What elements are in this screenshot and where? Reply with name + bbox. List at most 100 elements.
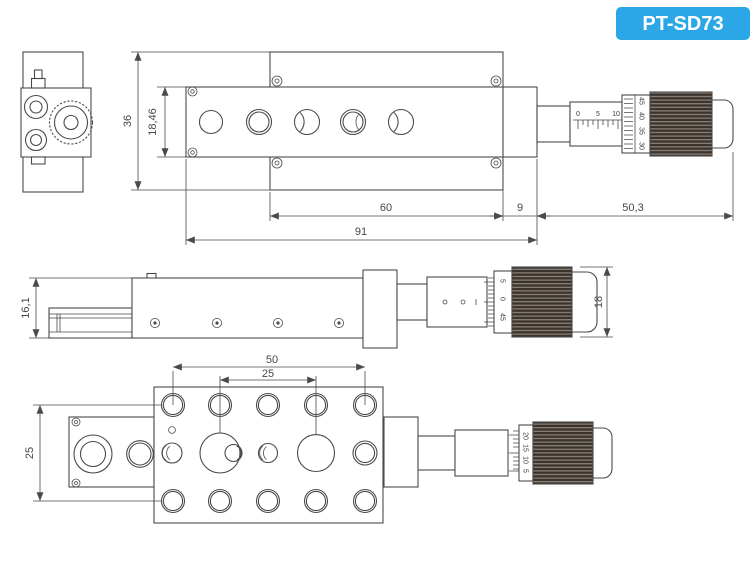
top-view: 0 5 10 45 40 35 30 36 18,46 xyxy=(122,51,734,245)
micrometer-mount-block xyxy=(383,416,419,488)
micrometer-end-cap xyxy=(711,99,734,149)
screw-icon xyxy=(272,317,283,328)
micrometer-mount-block xyxy=(502,86,538,158)
dim-label: 18,46 xyxy=(147,108,159,136)
top-view-platform xyxy=(185,86,504,158)
micrometer-shaft xyxy=(536,105,571,143)
protrusion-holes xyxy=(73,434,154,474)
micrometer-end-cap xyxy=(592,427,613,479)
dim-total-height: 36 xyxy=(122,51,270,191)
micrometer-knurl-grip xyxy=(649,91,713,157)
thimble-tick-label: 15 xyxy=(522,444,529,452)
thimble-tick-label: 40 xyxy=(638,112,645,120)
rail-detail-lines xyxy=(49,313,132,333)
dim-label: 9 xyxy=(517,202,523,214)
micrometer-knurl-grip xyxy=(532,421,594,485)
product-model-label: PT-SD73 xyxy=(642,13,723,35)
bottom-view-micrometer: 20 15 10 5 xyxy=(417,421,613,485)
screw-icon xyxy=(187,86,198,97)
adjustment-knob xyxy=(48,100,94,145)
thimble-tick-label: 35 xyxy=(638,127,645,135)
end-view-top-pin xyxy=(33,69,43,80)
micrometer-knurl-grip xyxy=(511,266,573,338)
set-screw-dot xyxy=(460,299,466,305)
thimble-tick-label: 30 xyxy=(638,142,645,150)
end-view-center-block xyxy=(20,87,92,158)
end-view-bottom-tab xyxy=(30,156,46,165)
micrometer-shaft xyxy=(417,435,456,471)
dim-label: 25 xyxy=(24,447,36,459)
thimble-tick-label: 20 xyxy=(522,432,529,440)
dim-label: 36 xyxy=(122,115,134,127)
micrometer-mount-block xyxy=(362,269,398,349)
screw-icon xyxy=(187,147,198,158)
dim-hole-span: 50 xyxy=(172,354,366,405)
thimble-graduations xyxy=(624,95,636,153)
dim-micrometer-length: 50,3 xyxy=(537,152,734,221)
bottom-view: 20 15 10 5 50 25 25 xyxy=(24,354,613,524)
dim-block-length: 9 xyxy=(489,202,551,220)
dim-label: 50 xyxy=(266,354,278,366)
end-view xyxy=(20,51,94,193)
screw-icon xyxy=(490,75,502,87)
platform-holes xyxy=(198,108,415,136)
thimble-tick-label: 0 xyxy=(499,297,506,301)
micrometer-shaft xyxy=(396,283,428,321)
thimble-tick-label: 5 xyxy=(522,469,529,473)
sleeve-tick-label: 5 xyxy=(596,111,600,118)
dim-label: 25 xyxy=(262,368,274,380)
bottom-hole-row xyxy=(160,488,378,514)
micrometer-thimble-scale: 5 0 45 xyxy=(499,279,506,321)
micrometer-thimble-scale: 20 15 10 5 xyxy=(522,432,529,473)
micrometer-sleeve xyxy=(454,429,509,477)
dim-base-length: 60 xyxy=(269,159,504,221)
dim-overall-length: 91 xyxy=(185,159,538,245)
sleeve-tick-label: 10 xyxy=(612,111,620,118)
dim-label: 18 xyxy=(593,296,605,308)
platform-corner-screws xyxy=(187,86,198,158)
end-view-top-tab xyxy=(30,77,46,89)
end-view-counterbore-holes xyxy=(23,94,49,152)
base-corner-screws xyxy=(271,75,502,169)
micrometer-sleeve xyxy=(426,276,488,328)
screw-icon xyxy=(71,478,81,488)
screw-icon xyxy=(490,157,502,169)
dim-row-spacing: 25 xyxy=(24,404,161,502)
middle-hole-row xyxy=(161,426,378,474)
screw-icon xyxy=(271,157,283,169)
screw-icon xyxy=(211,317,222,328)
sleeve-graduations xyxy=(509,430,519,472)
dim-hole-pitch: 25 xyxy=(219,368,317,434)
title-badge: PT-SD73 xyxy=(616,7,750,40)
screw-icon xyxy=(71,417,81,427)
micrometer-thimble-scale: 45 40 35 30 xyxy=(638,97,645,150)
set-screw-dot xyxy=(442,299,448,305)
sleeve-graduations xyxy=(475,277,494,327)
thimble-tick-label: 45 xyxy=(499,313,506,321)
protrusion-screws xyxy=(71,417,81,488)
micrometer-sleeve-scale: 0 5 10 xyxy=(573,111,622,129)
top-view-micrometer: 0 5 10 45 40 35 30 xyxy=(536,91,734,157)
thimble-tick-label: 10 xyxy=(522,456,529,464)
screw-icon xyxy=(149,317,160,328)
side-view-micrometer: 5 0 45 xyxy=(396,266,598,338)
thimble-tick-label: 45 xyxy=(638,97,645,105)
dim-side-height: 16,1 xyxy=(20,277,132,339)
dim-label: 16,1 xyxy=(20,297,32,318)
sleeve-tick-label: 0 xyxy=(576,111,580,118)
screw-icon xyxy=(333,317,344,328)
bottom-view-plate xyxy=(153,386,384,524)
dim-label: 50,3 xyxy=(622,202,643,214)
dim-platform-height: 18,46 xyxy=(147,86,186,158)
badge-background xyxy=(616,7,750,40)
dim-thimble-diameter: 18 xyxy=(580,266,613,338)
side-screws xyxy=(149,317,344,328)
side-view: 5 0 45 16,1 18 xyxy=(20,266,613,349)
micrometer-end-cap xyxy=(571,271,598,333)
thimble-tick-label: 5 xyxy=(499,279,506,283)
dim-label: 91 xyxy=(355,226,367,238)
screw-icon xyxy=(271,75,283,87)
dim-label: 60 xyxy=(380,202,392,214)
